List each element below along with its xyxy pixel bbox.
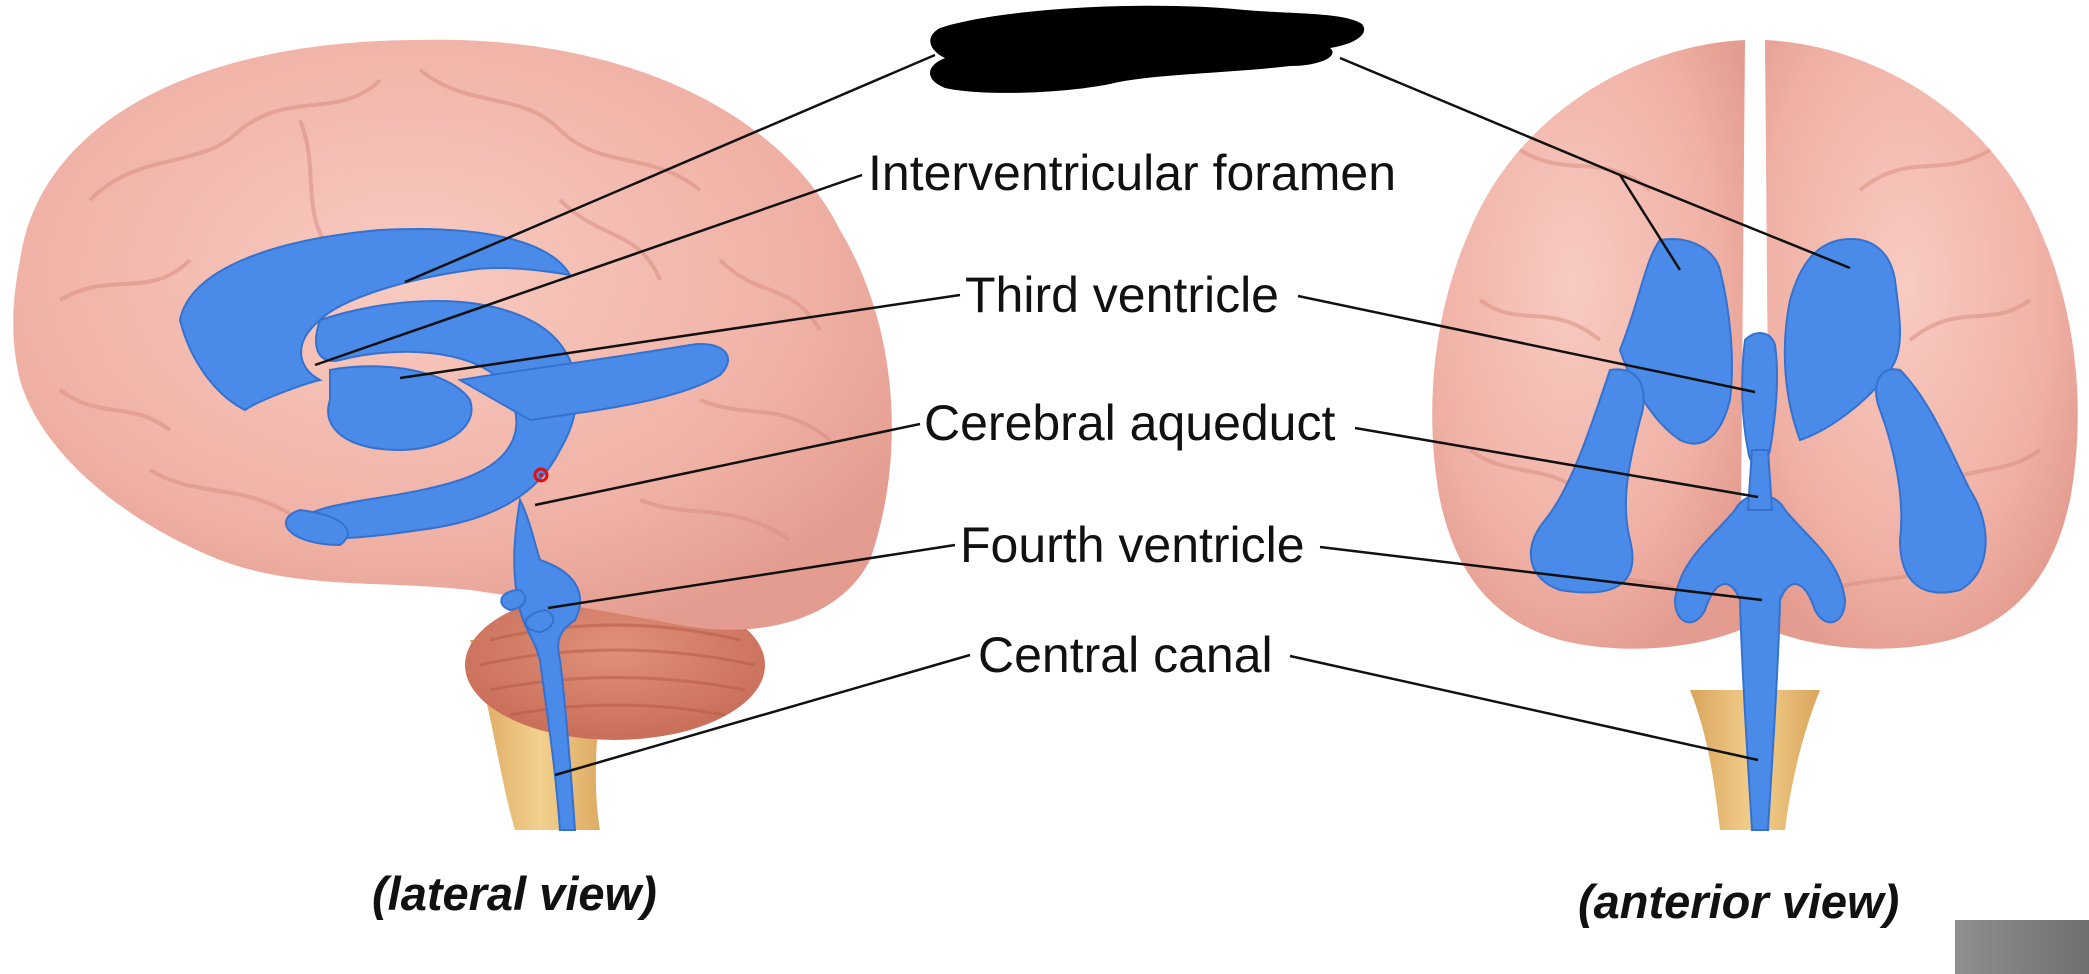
leader-third-ventricle-lateral bbox=[399, 293, 961, 380]
leader-central-canal-lateral bbox=[554, 653, 971, 777]
anterior-left-lateral-ventricle bbox=[1618, 238, 1733, 445]
anterior-third-ventricle bbox=[1741, 332, 1779, 466]
leader-cerebral-aqueduct-lateral bbox=[534, 422, 921, 507]
anterior-aqueduct bbox=[1746, 449, 1774, 511]
lateral-aqueduct-stem bbox=[513, 496, 581, 831]
lateral-ventricle bbox=[178, 228, 572, 412]
leader-cerebral-aqueduct-anterior bbox=[1354, 426, 1759, 499]
anterior-left-hemisphere bbox=[1432, 40, 1745, 649]
anterior-view-brain bbox=[1432, 40, 2078, 830]
caption-lateral-view: (lateral view) bbox=[372, 867, 657, 920]
leader-redacted-anterior-1 bbox=[1339, 56, 1621, 177]
leader-fourth-ventricle-anterior bbox=[1319, 545, 1763, 602]
inferior-horn bbox=[457, 343, 730, 422]
caption-anterior-view: (anterior view) bbox=[1578, 875, 1900, 928]
anterior-ventricles bbox=[1529, 238, 1987, 831]
leader-fourth-ventricle-lateral bbox=[547, 543, 956, 610]
leader-central-canal-anterior bbox=[1289, 654, 1759, 762]
label-third-ventricle: Third ventricle bbox=[965, 267, 1279, 323]
posterior-horn bbox=[285, 508, 349, 547]
anterior-right-hemisphere bbox=[1765, 40, 2078, 649]
anterior-left-temporal-horn bbox=[1529, 368, 1645, 594]
red-marker-dot bbox=[533, 467, 549, 483]
anterior-right-temporal-horn bbox=[1875, 368, 1987, 594]
lateral-recess-2 bbox=[524, 608, 555, 634]
leader-third-ventricle-anterior bbox=[1297, 294, 1756, 394]
anterior-right-lateral-ventricle bbox=[1783, 238, 1901, 442]
label-interventricular-foramen: Interventricular foramen bbox=[868, 145, 1397, 201]
third-ventricle-region bbox=[327, 365, 473, 452]
leader-interventricular-foramen bbox=[314, 173, 863, 367]
label-cerebral-aqueduct: Cerebral aqueduct bbox=[924, 395, 1336, 451]
label-fourth-ventricle: Fourth ventricle bbox=[960, 517, 1305, 573]
lateral-gyri bbox=[58, 68, 832, 542]
leader-redacted-anterior-split-left bbox=[1618, 174, 1682, 271]
label-central-canal: Central canal bbox=[978, 627, 1273, 683]
lateral-recess bbox=[500, 588, 527, 612]
leader-redacted-anterior-split-right bbox=[1619, 173, 1851, 270]
redaction-block bbox=[930, 5, 1365, 93]
anterior-fourth-ventricle-and-canal bbox=[1673, 494, 1847, 831]
leader-lines bbox=[314, 53, 1851, 777]
corner-gray-block bbox=[1955, 920, 2089, 974]
cerebellum-folia bbox=[479, 623, 756, 717]
lateral-ventricles bbox=[178, 228, 730, 831]
leader-redacted-lateral bbox=[404, 53, 936, 284]
